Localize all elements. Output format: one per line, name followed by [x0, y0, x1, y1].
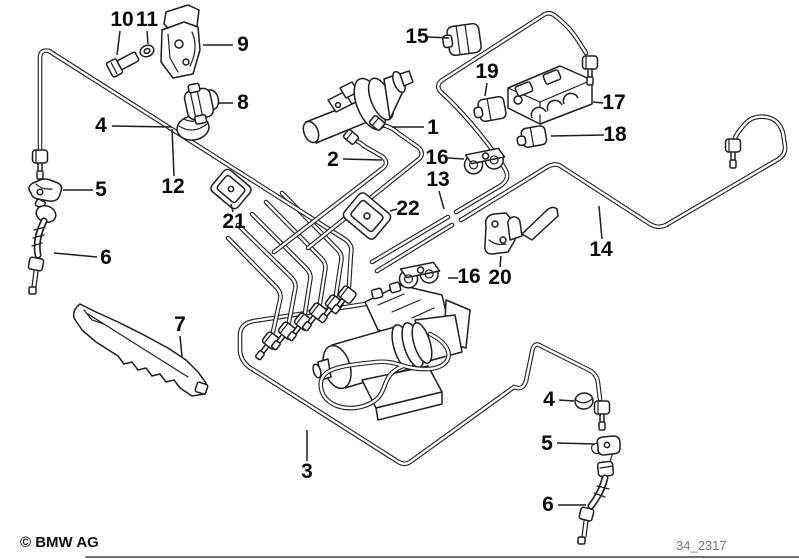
brake-pipe-12-long-front-left [37, 48, 354, 289]
callout-leader-7 [179, 335, 183, 358]
callout-leader-20 [499, 255, 502, 268]
abs-hydraulic-unit [312, 281, 471, 421]
callout-9[interactable]: 9 [237, 33, 249, 56]
callout-18[interactable]: 18 [603, 123, 627, 146]
callout-leader-19 [484, 82, 488, 97]
callout-21[interactable]: 21 [222, 210, 246, 233]
callout-leader-13 [438, 190, 445, 210]
callout-leader-14 [598, 205, 603, 240]
callout-leader-17 [592, 101, 604, 104]
callout-leader-6-left [53, 252, 98, 258]
front-brake-pipe-bundle [225, 190, 344, 335]
drawing-number: 34_2317 [676, 538, 727, 553]
brake-master-cylinder [302, 70, 414, 146]
callout-leader-16-upper [447, 157, 465, 160]
clamp-18 [516, 125, 548, 148]
holder-17 [507, 65, 593, 125]
callout-20[interactable]: 20 [488, 266, 512, 289]
callout-19[interactable]: 19 [475, 60, 499, 83]
brake-hose-6-right [577, 460, 615, 545]
callout-10[interactable]: 10 [110, 8, 134, 31]
clamp-15 [442, 22, 482, 57]
callout-leader-15 [427, 36, 450, 39]
callout-6-right[interactable]: 6 [542, 493, 554, 516]
callout-leader-4-right [558, 399, 575, 402]
bracket-9 [160, 4, 201, 79]
callout-3[interactable]: 3 [301, 460, 313, 483]
bracket-7 [72, 303, 209, 397]
washer-11 [139, 44, 155, 58]
callout-leader-10 [116, 30, 121, 56]
callout-leader-5-right [556, 442, 596, 445]
callout-5-right[interactable]: 5 [541, 432, 553, 455]
grommet-plate-22 [342, 192, 392, 240]
callout-8[interactable]: 8 [237, 91, 249, 114]
callout-1[interactable]: 1 [427, 116, 439, 139]
callout-leader-4-left [111, 125, 173, 128]
callout-leader-18 [550, 134, 605, 137]
callout-13[interactable]: 13 [426, 168, 450, 191]
callout-4-right[interactable]: 4 [543, 388, 555, 411]
callout-2[interactable]: 2 [327, 148, 339, 171]
brake-hose-6-left [27, 198, 57, 295]
grommet-plate-21 [210, 168, 252, 210]
bolt-10 [105, 51, 140, 78]
callout-leader-12 [171, 128, 175, 177]
brake-pipe-14-to-rear [374, 114, 788, 274]
callout-16-upper[interactable]: 16 [425, 146, 449, 169]
callout-11[interactable]: 11 [135, 8, 159, 31]
clamp-8 [183, 82, 220, 125]
callout-4-left[interactable]: 4 [95, 114, 107, 137]
brake-pipe-1 [305, 122, 425, 251]
callout-17[interactable]: 17 [602, 91, 626, 114]
callout-7[interactable]: 7 [174, 313, 186, 336]
copyright-text: © BMW AG [20, 534, 99, 551]
callout-leader-21 [230, 203, 234, 213]
callout-5-left[interactable]: 5 [95, 178, 107, 201]
callout-leader-11 [146, 30, 149, 45]
callout-12[interactable]: 12 [161, 175, 185, 198]
bracket-20 [484, 206, 559, 255]
callout-16-lower[interactable]: 16 [457, 265, 481, 288]
grommet-4-right [574, 392, 594, 410]
callout-14[interactable]: 14 [589, 238, 613, 261]
callout-leader-22 [389, 208, 398, 212]
clamp-19 [473, 95, 507, 123]
callout-15[interactable]: 15 [405, 25, 429, 48]
callout-leader-2 [342, 158, 383, 161]
brake-pipe-3-rear-right [237, 297, 603, 467]
callout-6-left[interactable]: 6 [100, 246, 112, 269]
brake-pipe-13-to-rear [369, 10, 589, 265]
callout-22[interactable]: 22 [396, 197, 420, 220]
